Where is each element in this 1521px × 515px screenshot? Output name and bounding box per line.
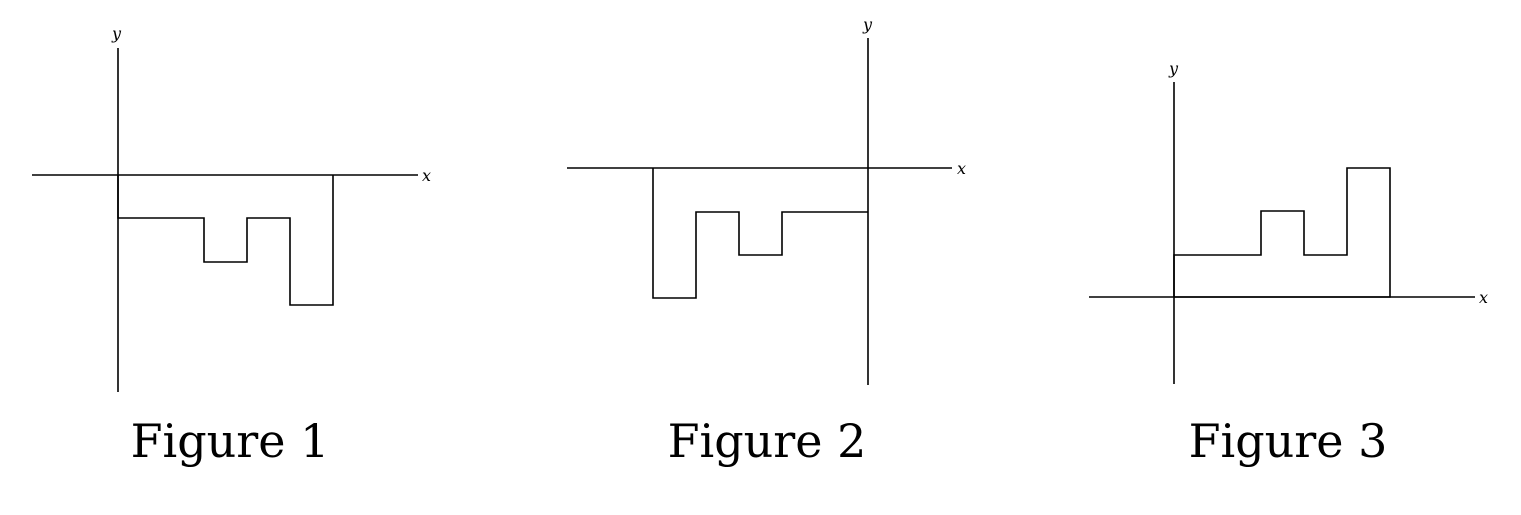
figure-3-step-outline	[1173, 167, 1391, 298]
figure-1-step-outline	[117, 175, 334, 306]
figure-3: y x Figure 3	[1089, 59, 1488, 468]
figure-1: y x Figure 1	[32, 24, 431, 468]
figure-1-caption: Figure 1	[131, 414, 330, 468]
figure-3-caption: Figure 3	[1189, 414, 1388, 468]
figure-2-step-outline	[652, 168, 868, 299]
figure-1-x-label: x	[422, 166, 431, 185]
figure-2-x-label: x	[957, 159, 966, 178]
figure-3-y-label: y	[1168, 59, 1179, 78]
figure-2: y x Figure 2	[567, 15, 966, 468]
figure-3-x-label: x	[1479, 288, 1488, 307]
figure-2-caption: Figure 2	[668, 414, 867, 468]
figure-2-y-label: y	[862, 15, 873, 34]
figure-1-y-label: y	[111, 24, 122, 43]
